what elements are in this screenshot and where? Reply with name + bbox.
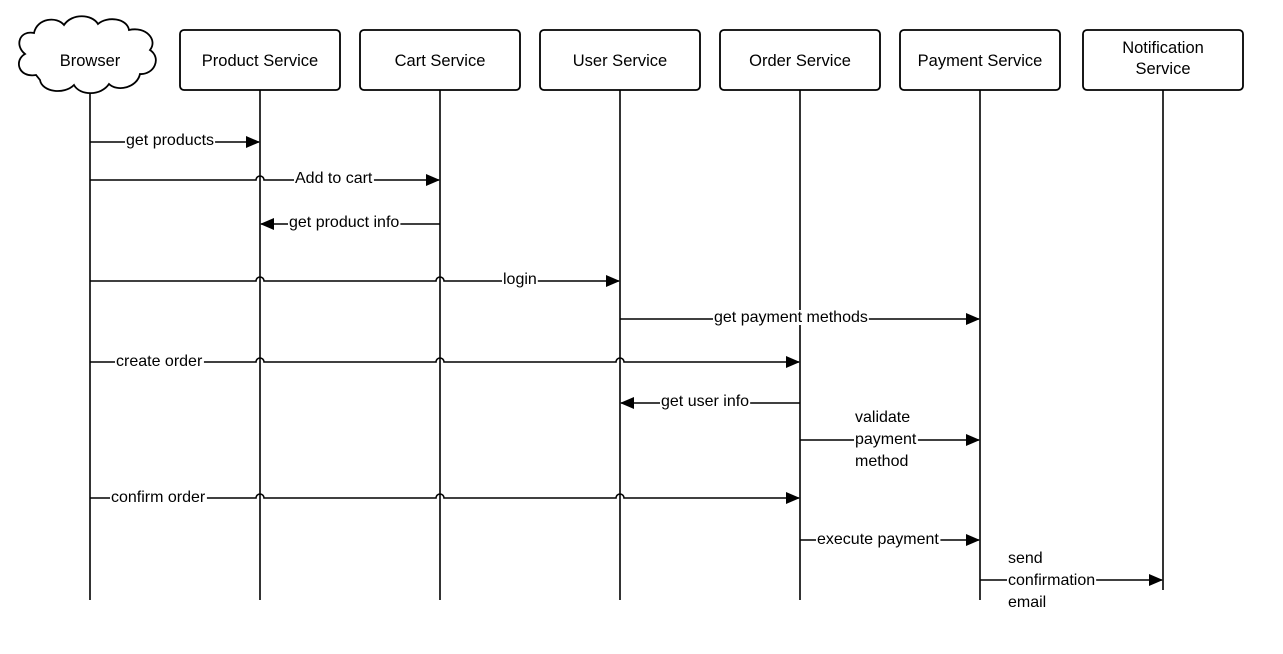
message-label: confirm order bbox=[111, 489, 206, 506]
label-backing bbox=[816, 532, 941, 547]
message-label: get product info bbox=[289, 214, 399, 231]
message-arrow bbox=[90, 492, 800, 504]
message-label: method bbox=[855, 453, 908, 470]
participant-label: Browser bbox=[60, 52, 121, 70]
participant-payment: Payment Service bbox=[899, 29, 1061, 91]
participant-box bbox=[719, 29, 881, 91]
participant-box bbox=[899, 29, 1061, 91]
participant-box bbox=[539, 29, 701, 91]
participant-label: Order Service bbox=[749, 52, 851, 70]
message-8: validate payment method bbox=[800, 409, 980, 470]
message-2: Add to cart bbox=[90, 170, 440, 187]
message-label: get payment methods bbox=[714, 309, 868, 326]
message-label: email bbox=[1008, 594, 1046, 611]
label-backing bbox=[854, 410, 912, 425]
label-backing bbox=[288, 215, 401, 230]
message-label: send bbox=[1008, 550, 1043, 567]
lifelines bbox=[89, 88, 1164, 600]
participant-box bbox=[1082, 29, 1244, 91]
participant-label-line: Notification bbox=[1122, 39, 1204, 57]
label-backing bbox=[1007, 551, 1044, 566]
participant-user: User Service bbox=[539, 29, 701, 91]
message-11: send confirmation email bbox=[980, 550, 1163, 611]
participant-cart: Cart Service bbox=[359, 29, 521, 91]
label-backing bbox=[854, 454, 910, 469]
label-backing bbox=[660, 394, 751, 409]
message-5: get payment methods bbox=[620, 309, 980, 326]
message-label: get user info bbox=[661, 393, 749, 410]
message-4: login bbox=[90, 271, 620, 288]
participant-label-line: Service bbox=[1135, 60, 1190, 78]
message-label: validate bbox=[855, 409, 910, 426]
message-label: payment bbox=[855, 431, 917, 448]
message-6: create order bbox=[90, 353, 800, 370]
participants: Browser Product Service Cart Service User S… bbox=[18, 15, 1244, 95]
message-arrow bbox=[90, 174, 440, 186]
message-label: Add to cart bbox=[295, 170, 373, 187]
label-backing bbox=[502, 272, 538, 287]
browser-cloud-shape bbox=[18, 15, 157, 95]
participant-product: Product Service bbox=[179, 29, 341, 91]
label-backing bbox=[125, 133, 216, 148]
label-backing bbox=[1007, 573, 1097, 588]
message-7: get user info bbox=[620, 393, 800, 410]
message-label: create order bbox=[116, 353, 203, 370]
message-10: execute payment bbox=[800, 531, 980, 548]
participant-label: Cart Service bbox=[395, 52, 486, 70]
message-label: confirmation bbox=[1008, 572, 1095, 589]
participant-label: Product Service bbox=[202, 52, 318, 70]
message-arrow bbox=[90, 356, 800, 368]
message-label: execute payment bbox=[817, 531, 939, 548]
message-1: get products bbox=[90, 132, 260, 149]
participant-browser: Browser bbox=[18, 15, 157, 95]
label-backing bbox=[110, 490, 207, 505]
message-3: get product info bbox=[260, 214, 440, 231]
label-backing bbox=[115, 354, 204, 369]
label-backing bbox=[1007, 595, 1048, 610]
message-arrow bbox=[90, 275, 620, 287]
participant-label: User Service bbox=[573, 52, 667, 70]
label-backing bbox=[713, 310, 869, 325]
participant-label: Payment Service bbox=[918, 52, 1043, 70]
label-backing bbox=[294, 171, 374, 186]
participant-order: Order Service bbox=[719, 29, 881, 91]
message-label: get products bbox=[126, 132, 214, 149]
message-9: confirm order bbox=[90, 489, 800, 506]
participant-box bbox=[359, 29, 521, 91]
message-label: login bbox=[503, 271, 537, 288]
participant-box bbox=[179, 29, 341, 91]
label-backing bbox=[854, 432, 918, 447]
